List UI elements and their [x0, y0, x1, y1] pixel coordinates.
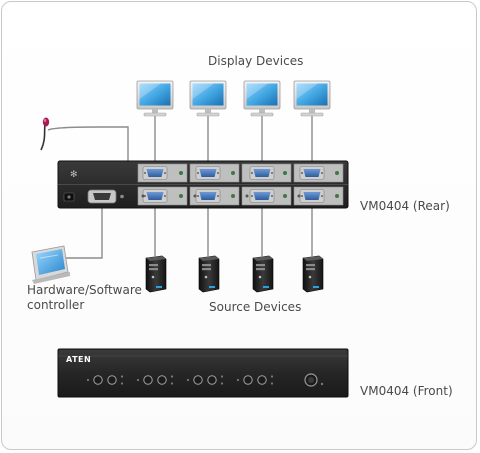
- display-devices: [136, 80, 331, 117]
- display-cables: [154, 116, 313, 168]
- front-unit-label: VM0404 (Front): [360, 384, 453, 398]
- vga-port-icon: [249, 166, 275, 180]
- pc-tower-icon: [302, 255, 324, 293]
- touch-panel-icon: [31, 245, 70, 284]
- monitor-icon: [189, 80, 227, 117]
- vga-port-icon: [299, 189, 325, 203]
- front-button-group: [186, 375, 224, 385]
- monitor-icon: [136, 80, 174, 117]
- controller-label: Hardware/Software controller: [27, 283, 167, 313]
- rear-port-section: [137, 163, 188, 206]
- source-cables: [154, 203, 313, 256]
- vga-port-icon: [142, 189, 168, 203]
- vga-port-icon: [299, 166, 325, 180]
- pc-tower-icon: [252, 255, 274, 293]
- monitor-icon: [293, 80, 331, 117]
- source-devices-label: Source Devices: [209, 300, 302, 314]
- pc-tower-icon: [145, 255, 167, 293]
- rear-port-sections: [137, 163, 344, 206]
- monitor-icon: [243, 80, 281, 117]
- controller-label-line2: controller: [27, 298, 85, 312]
- front-button-group: [86, 375, 124, 385]
- ir-sensor-icon: [40, 117, 50, 151]
- control-port-icon: [87, 189, 117, 204]
- rear-port-section: [189, 163, 240, 206]
- front-button-group: [136, 375, 174, 385]
- vga-port-icon: [195, 189, 221, 203]
- pc-tower-icon: [198, 255, 220, 293]
- front-unit: ATEN: [57, 348, 349, 398]
- rear-port-section: [293, 163, 344, 206]
- brand-logo: ATEN: [66, 355, 91, 364]
- front-button-group: [236, 375, 274, 385]
- ir-sensor-cable: [47, 126, 129, 162]
- source-devices: [145, 255, 324, 293]
- rear-unit-label: VM0404 (Rear): [360, 199, 450, 213]
- front-power-button: [304, 373, 324, 387]
- fan-icon: ✻: [70, 170, 78, 180]
- rear-unit: ✻: [57, 160, 349, 209]
- controller-label-line1: Hardware/Software: [27, 283, 142, 297]
- vga-port-icon: [195, 166, 221, 180]
- rear-port-section: [241, 163, 292, 206]
- vga-port-icon: [142, 166, 168, 180]
- vga-port-icon: [249, 189, 275, 203]
- controller-cable: [62, 205, 103, 259]
- display-devices-label: Display Devices: [208, 54, 304, 68]
- front-button-groups: [86, 375, 274, 385]
